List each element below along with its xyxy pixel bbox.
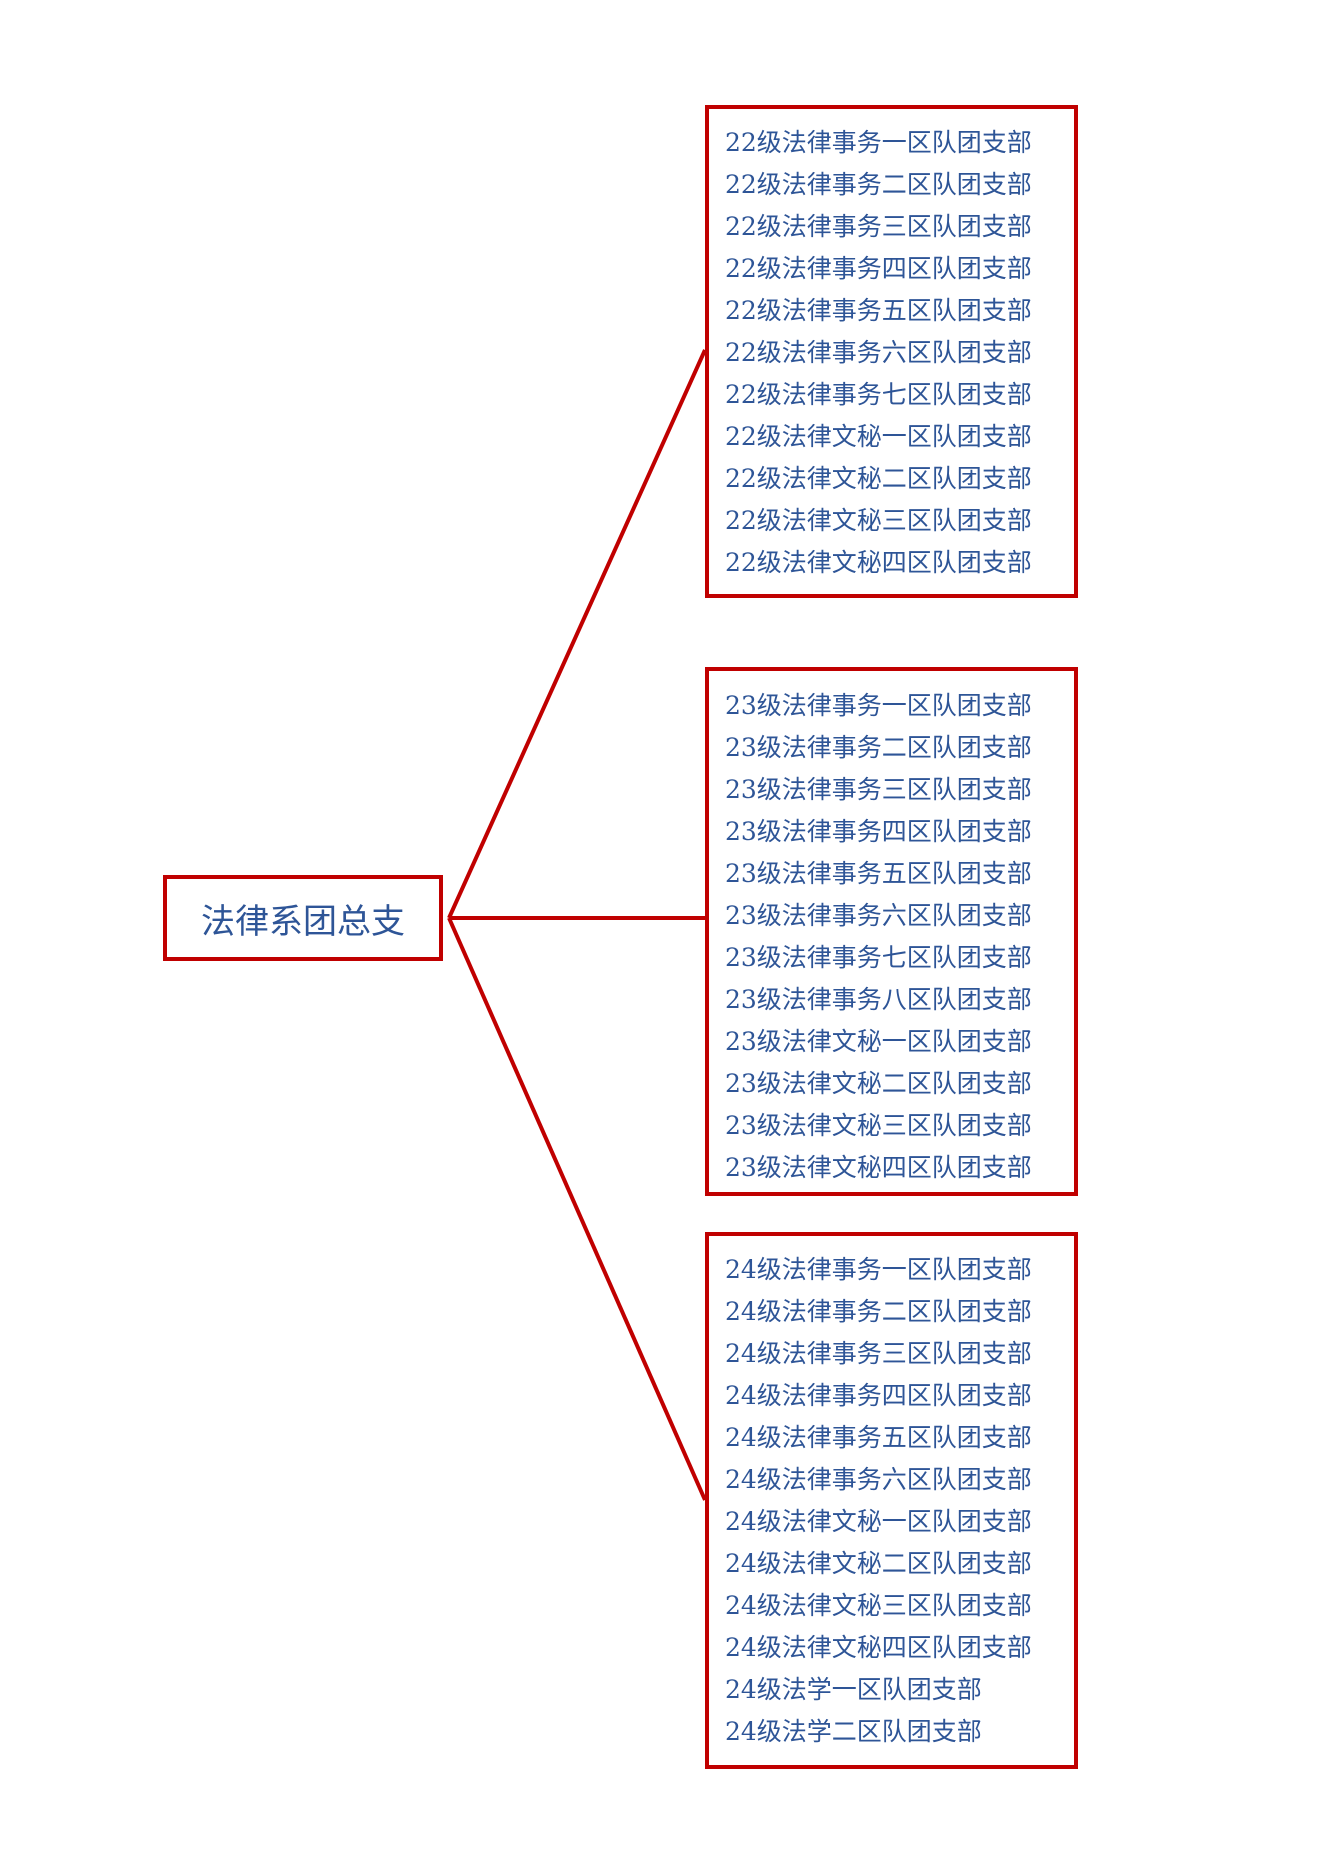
branch-item: 23级法律事务六区队团支部 [725,901,1032,930]
branch-item: 23级法律事务四区队团支部 [725,817,1032,846]
branch-group-22: 22级法律事务一区队团支部 22级法律事务二区队团支部 22级法律事务三区队团支… [705,105,1078,598]
branch-item: 23级法律文秘三区队团支部 [725,1111,1032,1140]
branch-item: 24级法律事务六区队团支部 [725,1465,1032,1494]
branch-item: 22级法律事务二区队团支部 [725,170,1032,199]
branch-item: 24级法律文秘一区队团支部 [725,1507,1032,1536]
branch-item: 24级法学一区队团支部 [725,1675,982,1704]
branch-item: 22级法律事务六区队团支部 [725,338,1032,367]
branch-item: 23级法律事务八区队团支部 [725,985,1032,1014]
branch-item: 24级法律事务三区队团支部 [725,1339,1032,1368]
connector-line-24 [447,917,707,1501]
branch-item: 22级法律事务七区队团支部 [725,380,1032,409]
branch-item: 22级法律文秘一区队团支部 [725,422,1032,451]
branch-group-23: 23级法律事务一区队团支部 23级法律事务二区队团支部 23级法律事务三区队团支… [705,667,1078,1196]
branch-item: 22级法律事务四区队团支部 [725,254,1032,283]
branch-item: 23级法律事务二区队团支部 [725,733,1032,762]
branch-item: 22级法律事务一区队团支部 [725,128,1032,157]
branch-item: 24级法律事务二区队团支部 [725,1297,1032,1326]
branch-item: 22级法律文秘四区队团支部 [725,548,1032,577]
root-node: 法律系团总支 [163,875,443,961]
branch-item: 23级法律事务五区队团支部 [725,859,1032,888]
branch-item: 22级法律事务三区队团支部 [725,212,1032,241]
branch-item: 23级法律文秘二区队团支部 [725,1069,1032,1098]
branch-item: 23级法律文秘一区队团支部 [725,1027,1032,1056]
connector-line-22 [447,349,707,919]
branch-item: 24级法律事务四区队团支部 [725,1381,1032,1410]
root-node-label: 法律系团总支 [201,901,405,942]
branch-item: 22级法律事务五区队团支部 [725,296,1032,325]
branch-item: 23级法律事务七区队团支部 [725,943,1032,972]
branch-item: 24级法学二区队团支部 [725,1717,982,1746]
branch-item: 23级法律事务一区队团支部 [725,691,1032,720]
branch-item: 23级法律文秘四区队团支部 [725,1153,1032,1182]
branch-item: 22级法律文秘三区队团支部 [725,506,1032,535]
branch-item: 24级法律文秘三区队团支部 [725,1591,1032,1620]
branch-item: 24级法律事务五区队团支部 [725,1423,1032,1452]
branch-item: 22级法律文秘二区队团支部 [725,464,1032,493]
branch-item: 24级法律事务一区队团支部 [725,1255,1032,1284]
branch-item: 24级法律文秘四区队团支部 [725,1633,1032,1662]
branch-item: 24级法律文秘二区队团支部 [725,1549,1032,1578]
branch-group-24: 24级法律事务一区队团支部 24级法律事务二区队团支部 24级法律事务三区队团支… [705,1232,1078,1769]
branch-item: 23级法律事务三区队团支部 [725,775,1032,804]
